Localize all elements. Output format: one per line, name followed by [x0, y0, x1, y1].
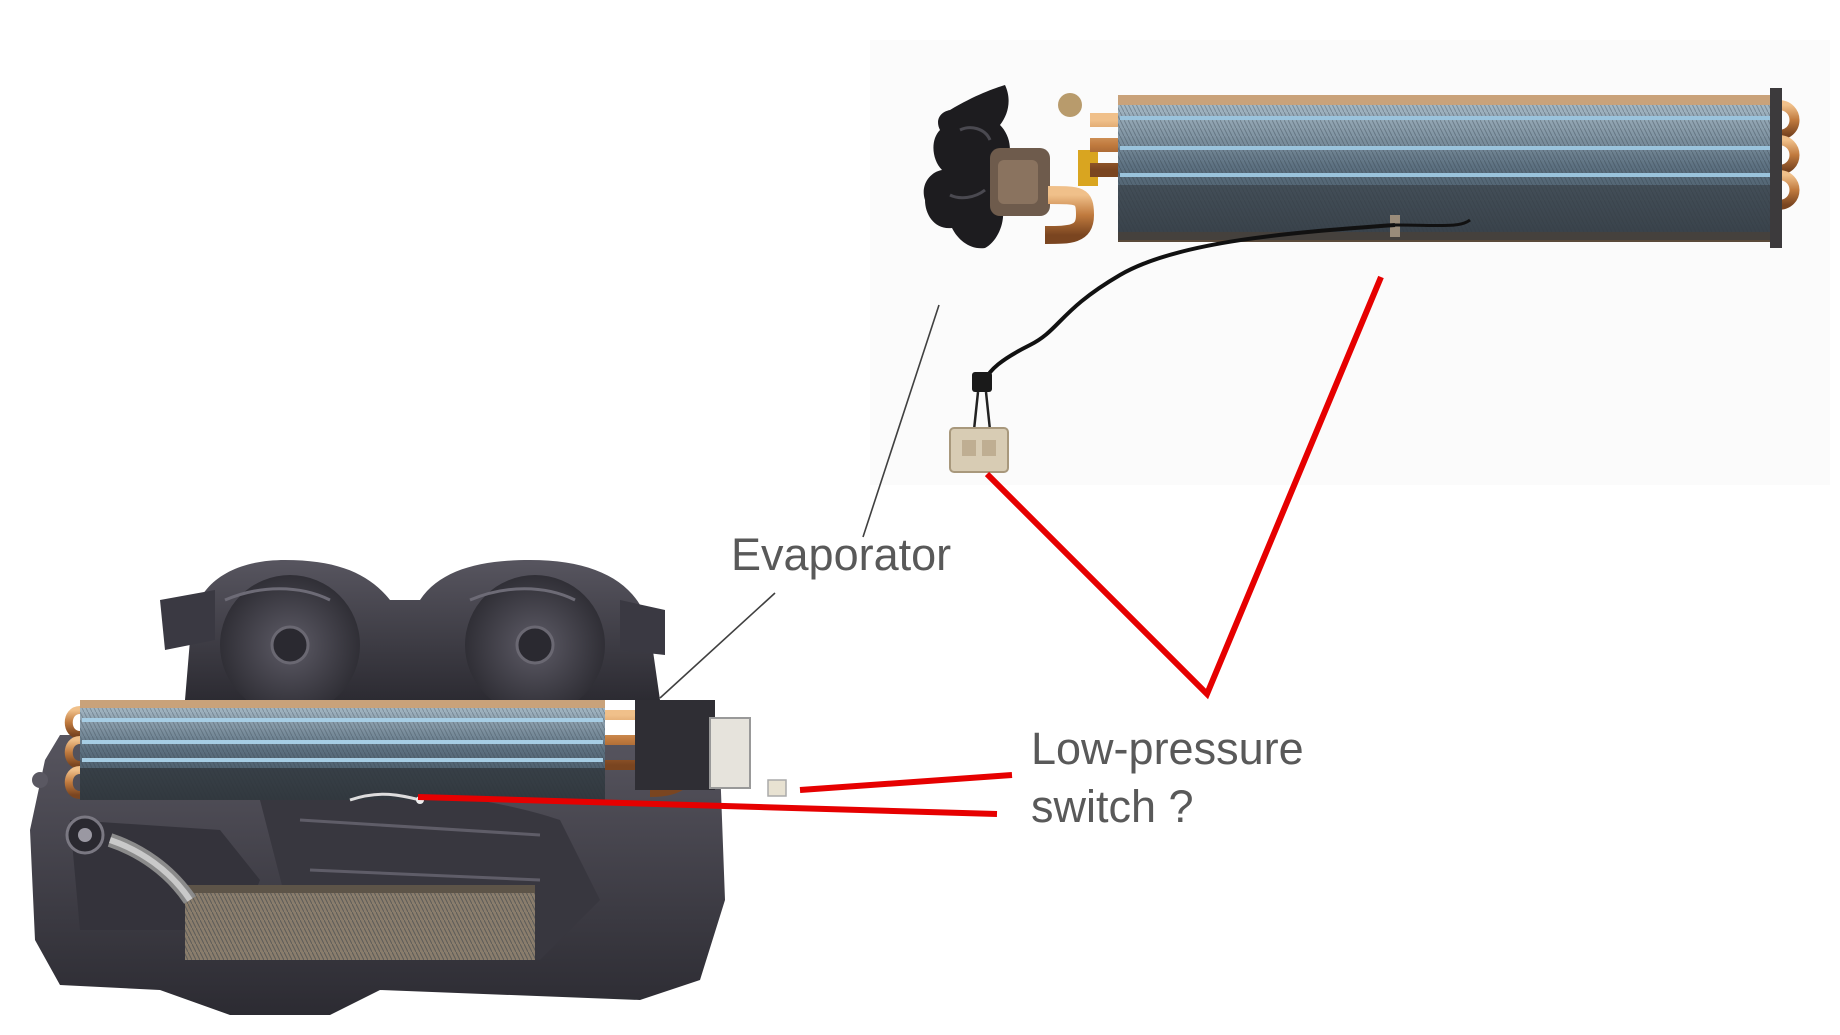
connector-plug: [949, 427, 1009, 473]
low-pressure-switch-label-line2: switch ?: [1031, 781, 1194, 832]
low-pressure-switch-label-line1: Low-pressure: [1031, 723, 1304, 774]
hvac-module-photo: [30, 560, 787, 1015]
leader-line-to-detail-photo: [862, 304, 940, 538]
module-evaporator-core: [64, 700, 787, 804]
callout-to-module-sensor: [417, 794, 998, 817]
temperature-sensor-wire: [949, 215, 1471, 473]
blower-housing: [160, 560, 665, 715]
lower-housing: [30, 735, 725, 1015]
callout-to-module-connector: [799, 772, 1013, 793]
evaporator-leader-lines: [659, 304, 940, 699]
callout-v-to-connector-and-core: [984, 275, 1384, 700]
expansion-valve: [923, 85, 1050, 249]
low-pressure-switch-callouts: [417, 275, 1384, 817]
copper-pipes: [1040, 93, 1120, 244]
evaporator-detail-photo: [870, 40, 1830, 485]
evaporator-label: Evaporator: [731, 529, 952, 580]
leader-line-to-module: [659, 592, 776, 699]
low-pressure-switch-label: Low-pressure switch ?: [1031, 720, 1304, 836]
evaporator-core: [1118, 88, 1800, 248]
